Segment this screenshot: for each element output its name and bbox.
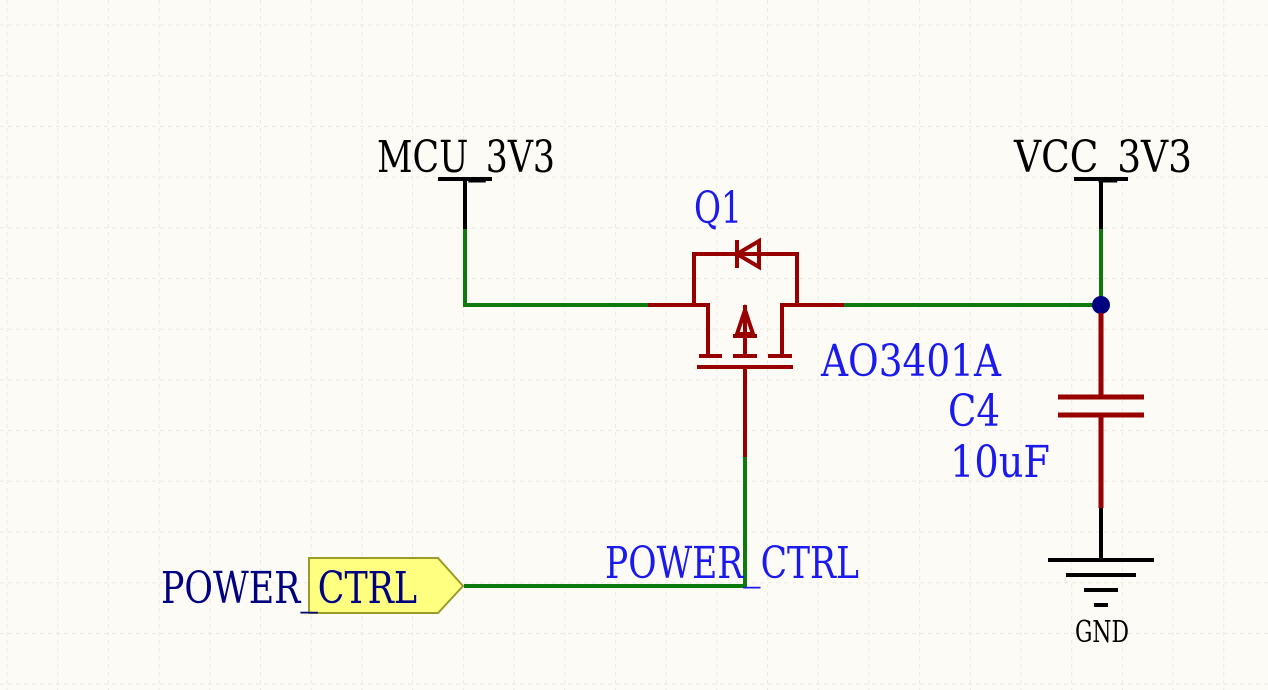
c4-value: 10uF <box>950 437 1050 488</box>
ground-symbol[interactable] <box>1048 508 1154 607</box>
capacitor-c4-symbol[interactable] <box>1058 313 1144 508</box>
net-label-power-ctrl: POWER_CTRL <box>605 538 859 589</box>
q1-part-number: AO3401A <box>820 336 1002 387</box>
mcu-3v3-label: MCU_3V3 <box>377 132 555 183</box>
c4-designator: C4 <box>948 386 1000 437</box>
vcc-3v3-power-port[interactable] <box>1074 177 1128 229</box>
wire-mcu-to-drain[interactable] <box>463 229 648 307</box>
power-ctrl-port[interactable] <box>308 557 465 614</box>
junction-dot <box>1092 296 1110 314</box>
wire-gate-to-port[interactable] <box>464 457 747 588</box>
q1-designator: Q1 <box>694 183 742 234</box>
mcu-3v3-power-port[interactable] <box>438 177 492 229</box>
port-outside-label: POWER_CTRL <box>161 563 417 614</box>
gnd-label: GND <box>1075 615 1129 650</box>
mosfet-q1-symbol[interactable] <box>648 237 844 457</box>
wires <box>463 229 1103 588</box>
vcc-3v3-label: VCC_3V3 <box>1013 132 1192 183</box>
